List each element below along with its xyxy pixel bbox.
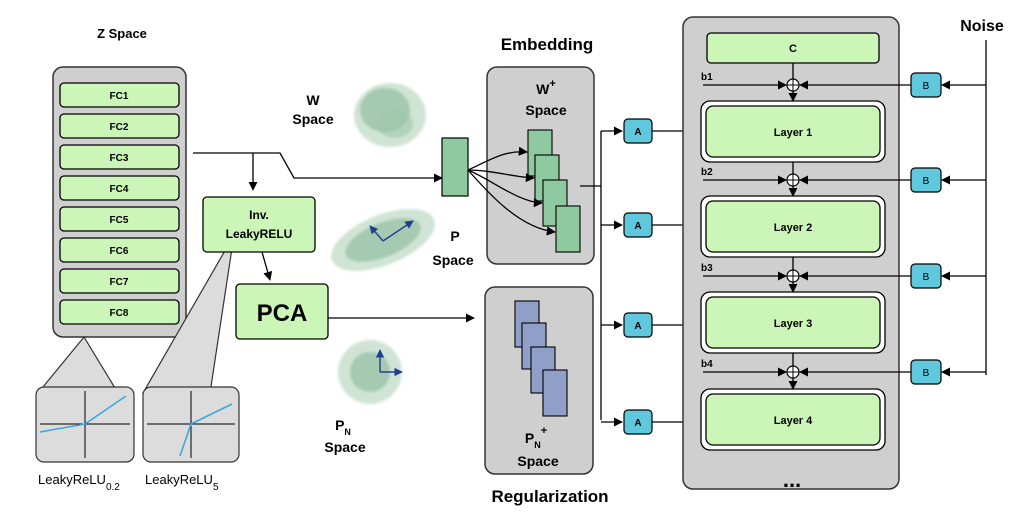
w-plus-space-label: Space (525, 102, 566, 118)
p-space-scatter (331, 208, 435, 272)
bias-label: b4 (701, 359, 713, 370)
inv-leaky-line2: LeakyRELU (226, 227, 293, 241)
w-plus-stack (527, 129, 581, 253)
w-plus-label: W+ (536, 78, 556, 97)
fc-layer-box (59, 206, 180, 232)
fc-layer-label: FC7 (110, 277, 129, 288)
layer-label: Layer 1 (774, 127, 813, 139)
leaky-relu-label-2: LeakyReLU5 (145, 472, 219, 493)
noise-connectors: B B B B (799, 72, 986, 385)
w-output-line (193, 152, 443, 183)
layer-label: Layer 4 (774, 415, 813, 427)
fc-layer-label: FC2 (110, 122, 129, 133)
leaky-relu-label-1: LeakyReLU0.2 (38, 472, 120, 493)
a-connectors: A A A A (601, 118, 705, 435)
inv-leaky-line1: Inv. (249, 208, 269, 222)
w-space-label-2: Space (292, 111, 333, 127)
fc-layer-label: FC8 (110, 308, 129, 319)
b-label: B (923, 272, 930, 283)
fc-layer-label: FC4 (110, 184, 129, 195)
pn-plus-space-label: Space (517, 453, 558, 469)
b-label: B (923, 368, 930, 379)
layer-label: Layer 2 (774, 222, 813, 234)
pn-space-label-1: PN (335, 417, 351, 437)
layer-label: Layer 3 (774, 318, 813, 330)
a-label: A (634, 221, 641, 232)
pn-plus-label: PN+ (525, 425, 547, 450)
w-space-label-1: W (306, 92, 320, 108)
noise-label: Noise (960, 18, 1004, 35)
fc-layer-box (59, 82, 180, 108)
p-space-label-2: Space (432, 252, 473, 268)
leaky-relu-plot-1 (35, 386, 135, 463)
layer-box (705, 200, 881, 253)
z-space-title: Z Space (97, 26, 147, 41)
layer-box (705, 296, 881, 349)
fc-layer-box (59, 175, 180, 201)
fc-layer-box (59, 268, 180, 294)
pn-plus-stack (514, 300, 568, 417)
p-space-label-1: P (450, 228, 459, 244)
w-to-wplus-arrows (467, 146, 556, 236)
to-pca-arrow (261, 251, 273, 281)
pn-space-label-2: Space (324, 439, 365, 455)
w-vector-box (441, 137, 469, 197)
pca-box (235, 283, 329, 340)
fc-layer-label: FC3 (110, 153, 129, 164)
fc-layer-box (59, 299, 180, 325)
b-label: B (923, 176, 930, 187)
a-label: A (634, 321, 641, 332)
const-input-label: C (789, 43, 797, 55)
inv-leaky-relu-box (202, 196, 316, 253)
fc-layer-label: FC1 (110, 91, 129, 102)
fc-layer-box (59, 144, 180, 170)
leaky-relu-plot-2 (142, 386, 240, 463)
fc-layer-box (59, 113, 180, 139)
pca-label: PCA (257, 300, 308, 327)
bias-label: b1 (701, 72, 713, 83)
layer-box (705, 393, 881, 446)
fc-layer-box (59, 237, 180, 263)
fc-layer-label: FC5 (110, 215, 129, 226)
leaky-callout-1 (36, 335, 120, 394)
regularization-title: Regularization (491, 487, 608, 506)
b-label: B (923, 81, 930, 92)
bias-label: b3 (701, 263, 713, 274)
pn-space-scatter (338, 340, 403, 404)
a-label: A (634, 418, 641, 429)
more-layers-ellipsis: ... (783, 467, 801, 492)
fc-layer-label: FC6 (110, 246, 129, 257)
bias-label: b2 (701, 167, 713, 178)
embedding-title: Embedding (501, 35, 594, 54)
w-space-scatter (354, 83, 426, 147)
a-label: A (634, 127, 641, 138)
layer-box (705, 105, 881, 158)
